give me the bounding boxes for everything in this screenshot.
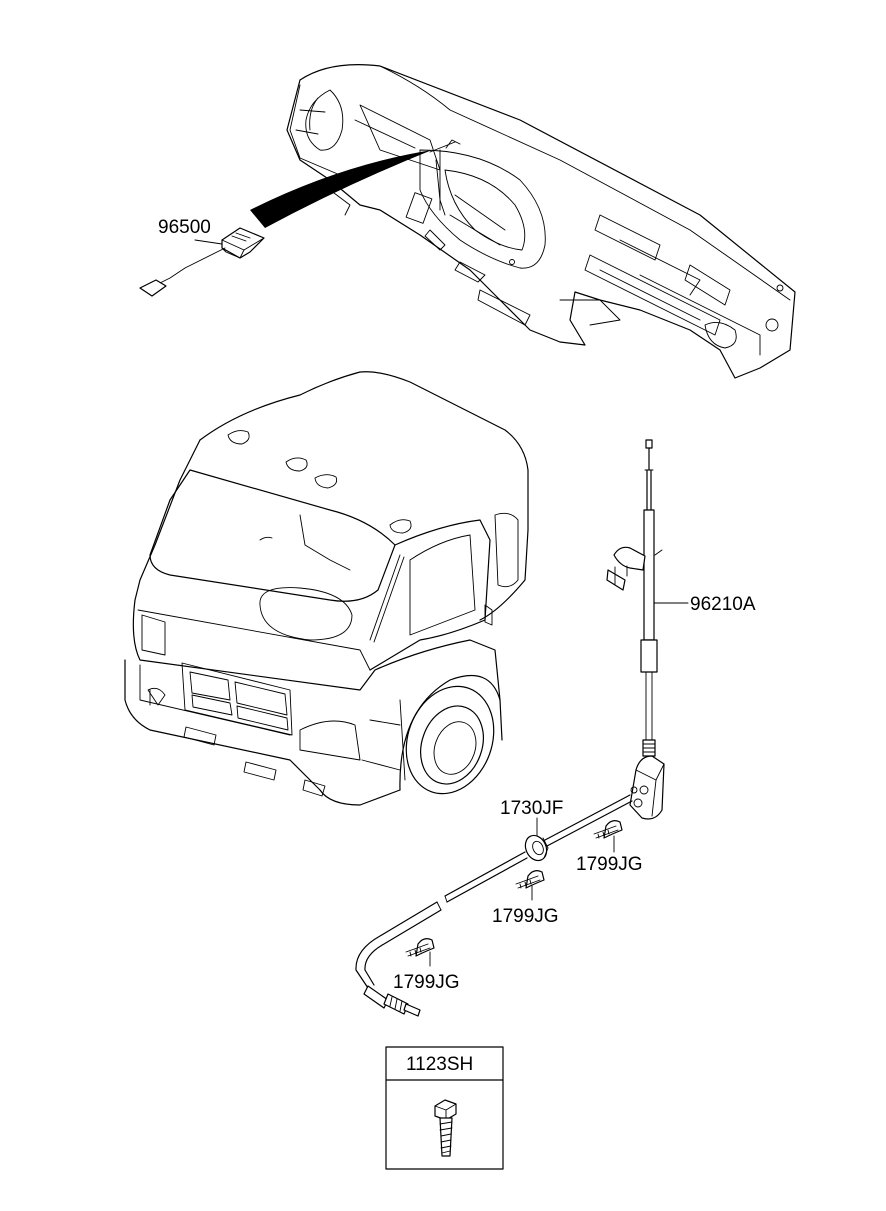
location-pointer — [250, 150, 432, 228]
label-1799JG-middle: 1799JG — [492, 906, 559, 927]
clip-lower-icon — [405, 938, 435, 957]
label-1123SH: 1123SH — [406, 1054, 473, 1075]
antenna-assembly-icon — [606, 439, 665, 820]
radio-cable — [159, 247, 226, 284]
clip-middle-icon — [515, 870, 545, 889]
radio-cable-connector — [139, 279, 167, 297]
dashboard-illustration — [286, 64, 796, 379]
antenna-cable-icon — [355, 794, 633, 1017]
label-1799JG-right: 1799JG — [576, 854, 643, 875]
label-96210A: 96210A — [690, 594, 756, 615]
truck-cab-illustration — [124, 371, 529, 806]
bolt-box — [385, 1046, 504, 1170]
radio-leader-line — [194, 239, 223, 245]
radio-unit-icon — [221, 227, 265, 259]
bolt-icon — [434, 1099, 457, 1157]
label-1799JG-lower: 1799JG — [393, 972, 460, 993]
clip-right-icon — [593, 820, 623, 839]
grommet-icon — [524, 834, 549, 862]
label-1730JF: 1730JF — [500, 798, 563, 819]
label-96500: 96500 — [158, 217, 211, 238]
